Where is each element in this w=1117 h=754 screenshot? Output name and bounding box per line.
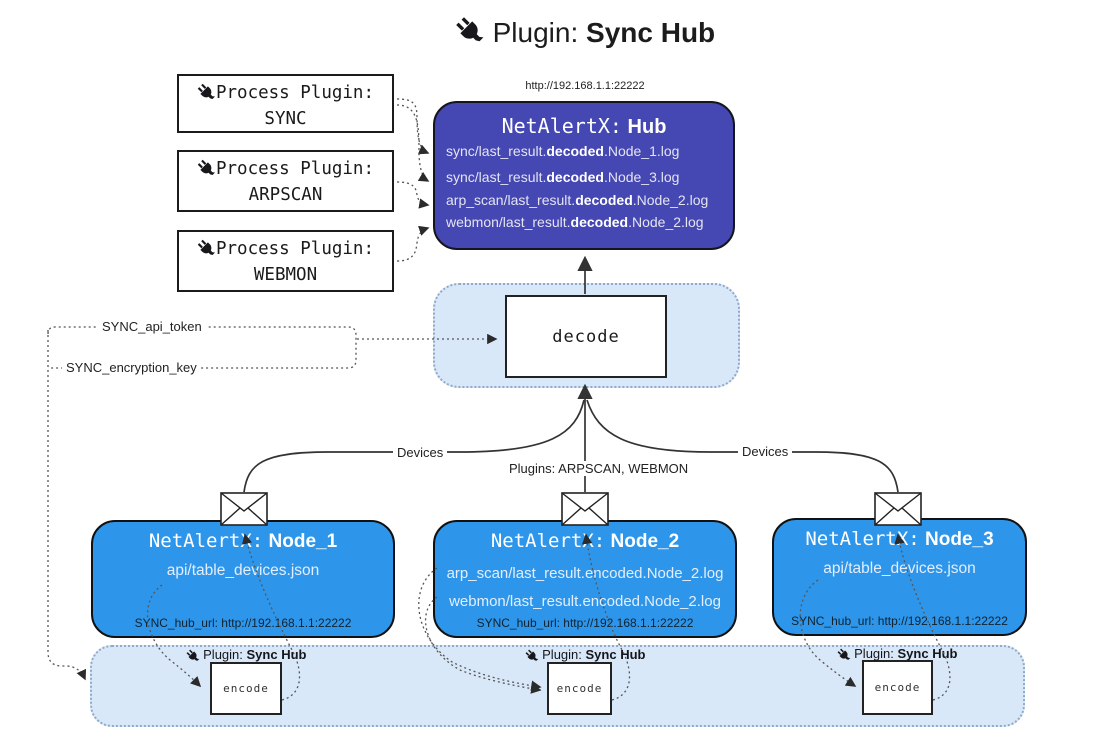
process-plugin-label: Process Plugin:: [215, 239, 375, 259]
node-title: NetAlertX: Node_1: [148, 530, 338, 552]
process-plugin-label: Process Plugin:: [215, 83, 375, 103]
node-hub-url: SYNC_hub_url: http://192.168.1.1:22222: [791, 614, 1008, 628]
hub-log-line: arp_scan/last_result.decoded.Node_2.log: [446, 192, 709, 208]
plug-icon: [197, 159, 216, 178]
plug-icon: [197, 239, 216, 258]
encode-box-3: encode: [862, 660, 933, 715]
node-title: NetAlertX: Node_2: [490, 530, 680, 552]
encode-box-1: encode: [210, 662, 282, 715]
page-title: Plugin: Sync Hub: [335, 16, 835, 49]
process-plugin-name: ARPSCAN: [248, 185, 323, 205]
plug-icon: [837, 648, 851, 662]
process-plugin-webmon: Process Plugin: WEBMON: [177, 230, 394, 292]
hub-url: http://192.168.1.1:22222: [525, 80, 645, 92]
plug-icon: [186, 649, 200, 663]
page-title-prefix: Plugin:: [492, 17, 579, 48]
node-files: api/table_devices.json: [166, 562, 320, 579]
process-plugin-sync: Process Plugin: SYNC: [177, 74, 394, 133]
netalertx-node-2-box: NetAlertX: Node_2 arp_scan/last_result.e…: [433, 520, 737, 638]
sync-to-hub-link-2: [396, 104, 430, 182]
process-plugin-arpscan: Process Plugin: ARPSCAN: [177, 150, 394, 212]
process-plugin-label: Process Plugin:: [215, 159, 375, 179]
sync-encryption-key-label: SYNC_encryption_key: [62, 360, 201, 375]
hub-log-line: sync/last_result.decoded.Node_1.log: [446, 143, 680, 159]
hub-log-line: sync/last_result.decoded.Node_3.log: [446, 168, 680, 185]
netalertx-node-3-box: NetAlertX: Node_3 api/table_devices.json…: [772, 518, 1027, 636]
encode-plugin-label: Plugin: Sync Hub: [495, 647, 675, 663]
arpscan-to-hub-link: [396, 181, 430, 209]
hub-log-line: webmon/last_result.decoded.Node_2.log: [446, 213, 704, 230]
devices-label-right: Devices: [738, 444, 793, 459]
netalertx-hub-box: NetAlertX: Hub sync/last_result.decoded.…: [433, 101, 735, 250]
sync-api-token-label: SYNC_api_token: [98, 319, 206, 334]
plug-icon: [197, 83, 216, 102]
plug-icon: [525, 649, 539, 663]
node-title: NetAlertX: Node_3: [805, 528, 994, 550]
webmon-to-hub-link: [396, 225, 430, 262]
sync-to-hub-link-1: [396, 98, 430, 155]
node-hub-url: SYNC_hub_url: http://192.168.1.1:22222: [476, 616, 694, 630]
netalertx-node-1-box: NetAlertX: Node_1 api/table_devices.json…: [91, 520, 395, 638]
node-files: api/table_devices.json: [823, 560, 976, 577]
hub-title: NetAlertX: Hub: [435, 114, 733, 139]
process-plugin-name: WEBMON: [253, 265, 318, 285]
encode-box-2: encode: [547, 662, 612, 715]
hub-title-prefix: NetAlertX:: [501, 114, 622, 138]
plug-icon: [455, 16, 485, 46]
page-title-name: Sync Hub: [586, 17, 716, 48]
node-hub-url: SYNC_hub_url: http://192.168.1.1:22222: [134, 616, 352, 630]
encode-plugin-label: Plugin: Sync Hub: [156, 647, 336, 663]
devices-label-left: Devices: [393, 445, 448, 460]
process-plugin-name: SYNC: [264, 109, 307, 129]
node-files: arp_scan/last_result.encoded.Node_2.log …: [446, 565, 724, 610]
plugins-label-middle: Plugins: ARPSCAN, WEBMON: [505, 461, 688, 476]
encode-plugin-label: Plugin: Sync Hub: [807, 646, 987, 662]
decode-box: decode: [505, 295, 667, 378]
encryption-key-to-encoders: [47, 330, 87, 681]
hub-title-name: Hub: [627, 116, 667, 138]
